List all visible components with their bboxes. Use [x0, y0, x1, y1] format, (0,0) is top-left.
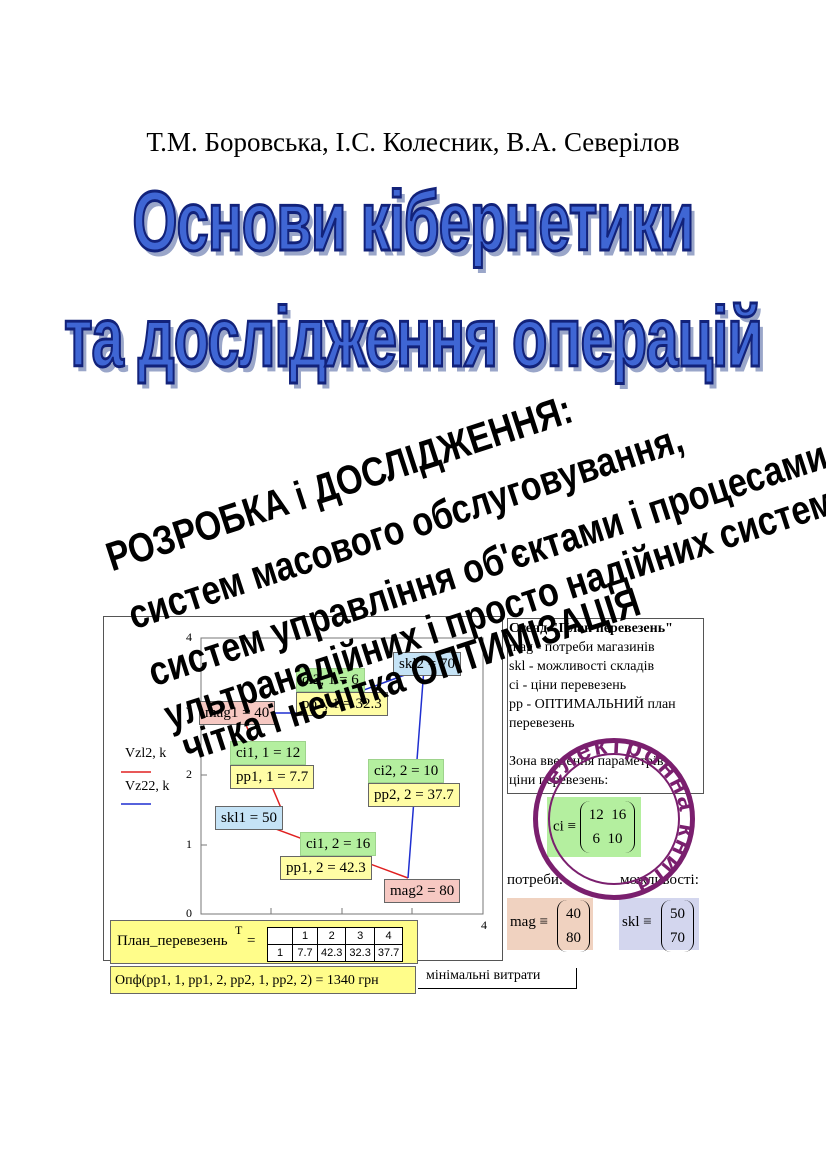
- title-line-1: Основи кібернетики: [131, 173, 695, 270]
- tag-skl2: skl2 = 70: [393, 652, 461, 676]
- side-line-2: skl - можливості складів: [509, 659, 655, 674]
- tag-pp12: pp1, 2 = 42.3: [280, 856, 372, 880]
- tag-ci12: ci1, 2 = 16: [300, 832, 377, 856]
- side-line-3: ci - ціни перевезень: [509, 678, 627, 693]
- tag-pp22: pp2, 2 = 37.7: [368, 783, 460, 807]
- tag-mag1: mag1 = 40: [199, 701, 276, 725]
- tag-ci21: ci2, 1 = 6: [296, 668, 365, 692]
- legend-label-1: Vzl2, k: [125, 746, 167, 761]
- tag-pp11: pp1, 1 = 7.7: [230, 765, 315, 789]
- plan-table: 1 2 3 4 1 7.7 42.3 32.3 37.7: [267, 927, 404, 962]
- authors: Т.М. Боровська, І.С. Колесник, В.А. Севе…: [146, 127, 680, 157]
- tag-ci11: ci1, 1 = 12: [230, 741, 307, 765]
- legend-label-2: Vz22, k: [125, 779, 170, 794]
- tag-pp21: pp2, 1 = 32.3: [296, 692, 388, 716]
- stamp-text: електронна книга: [536, 738, 695, 900]
- title-line-2: та дослідження операцій: [63, 289, 764, 386]
- y-tick-2: 2: [186, 767, 192, 781]
- stamp-outer-ring: [533, 738, 695, 900]
- objective-note: мінімальні витрати: [418, 968, 577, 989]
- y-tick-4: 4: [186, 630, 192, 644]
- plan-data-row: 1 7.7 42.3 32.3 37.7: [267, 944, 404, 962]
- objective-box: Опф(pp1, 1, pp1, 2, pp2, 1, pp2, 2) = 13…: [110, 966, 416, 994]
- y-tick-0: 0: [186, 906, 192, 920]
- y-tick-1: 1: [186, 837, 192, 851]
- x-tick-4: 4: [481, 918, 487, 932]
- tag-skl1: skl1 = 50: [215, 806, 283, 830]
- plan-header-row: 1 2 3 4: [267, 927, 404, 945]
- side-line-1: mag - потреби магазинів: [509, 640, 655, 655]
- skl-matrix[interactable]: skl ≡ 50 70: [619, 898, 699, 952]
- tag-ci22: ci2, 2 = 10: [368, 759, 445, 783]
- plan-equals: =: [247, 933, 256, 949]
- mag-matrix[interactable]: mag ≡ 40 80: [507, 898, 593, 952]
- needs-label: потреби:: [507, 872, 564, 888]
- side-line-4: pp - ОПТИМАЛЬНИЙ план перевезень: [509, 697, 676, 731]
- svg-text:електронна книга: електронна книга: [536, 738, 695, 900]
- stamp-text-svg: електронна книга: [536, 738, 695, 900]
- plan-box: План_перевезень T = 1 2 3 4 1 7.7 42.3 3…: [110, 920, 418, 964]
- plan-label: План_перевезень: [117, 933, 228, 949]
- tag-mag2: mag2 = 80: [384, 879, 461, 903]
- plan-superscript: T: [235, 923, 243, 937]
- y-tick-3: 3: [186, 698, 192, 712]
- side-panel-heading: Стенд "План перевезень": [509, 621, 673, 636]
- stamp-inner-ring: [548, 753, 680, 885]
